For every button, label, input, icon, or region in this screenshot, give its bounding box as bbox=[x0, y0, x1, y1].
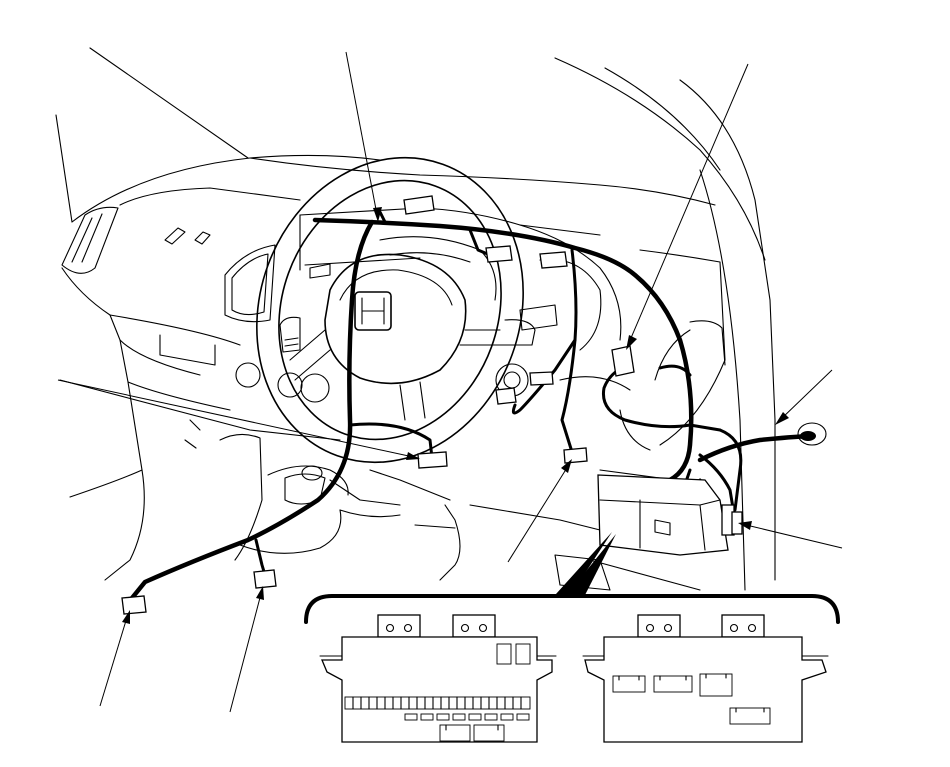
fuse-box-front-view bbox=[319, 614, 557, 743]
connector-center-lower bbox=[417, 451, 448, 469]
connector-cluster bbox=[485, 245, 513, 263]
connector-bottom-center bbox=[253, 569, 277, 589]
callout-frame bbox=[304, 594, 840, 624]
dashboard-outline bbox=[55, 47, 776, 591]
connector-right-lower bbox=[563, 447, 588, 464]
connector-key bbox=[529, 371, 554, 386]
brand-emblem-text: H bbox=[373, 317, 374, 319]
connector-right-meter bbox=[539, 251, 568, 269]
fuse-box-installed bbox=[597, 474, 743, 556]
steering-wheel: H bbox=[256, 156, 536, 464]
connectors bbox=[121, 195, 635, 615]
fuse-box-rear-view bbox=[582, 614, 829, 743]
connector-column bbox=[495, 387, 517, 405]
leader-lines bbox=[57, 51, 843, 713]
callout-pointer bbox=[556, 532, 616, 597]
connector-bottom-left bbox=[121, 595, 147, 615]
connector-top-left bbox=[403, 195, 435, 215]
connector-glovebox bbox=[611, 345, 635, 377]
main-harness bbox=[129, 210, 813, 601]
grommet bbox=[797, 422, 827, 446]
instrument-cluster bbox=[379, 236, 497, 301]
